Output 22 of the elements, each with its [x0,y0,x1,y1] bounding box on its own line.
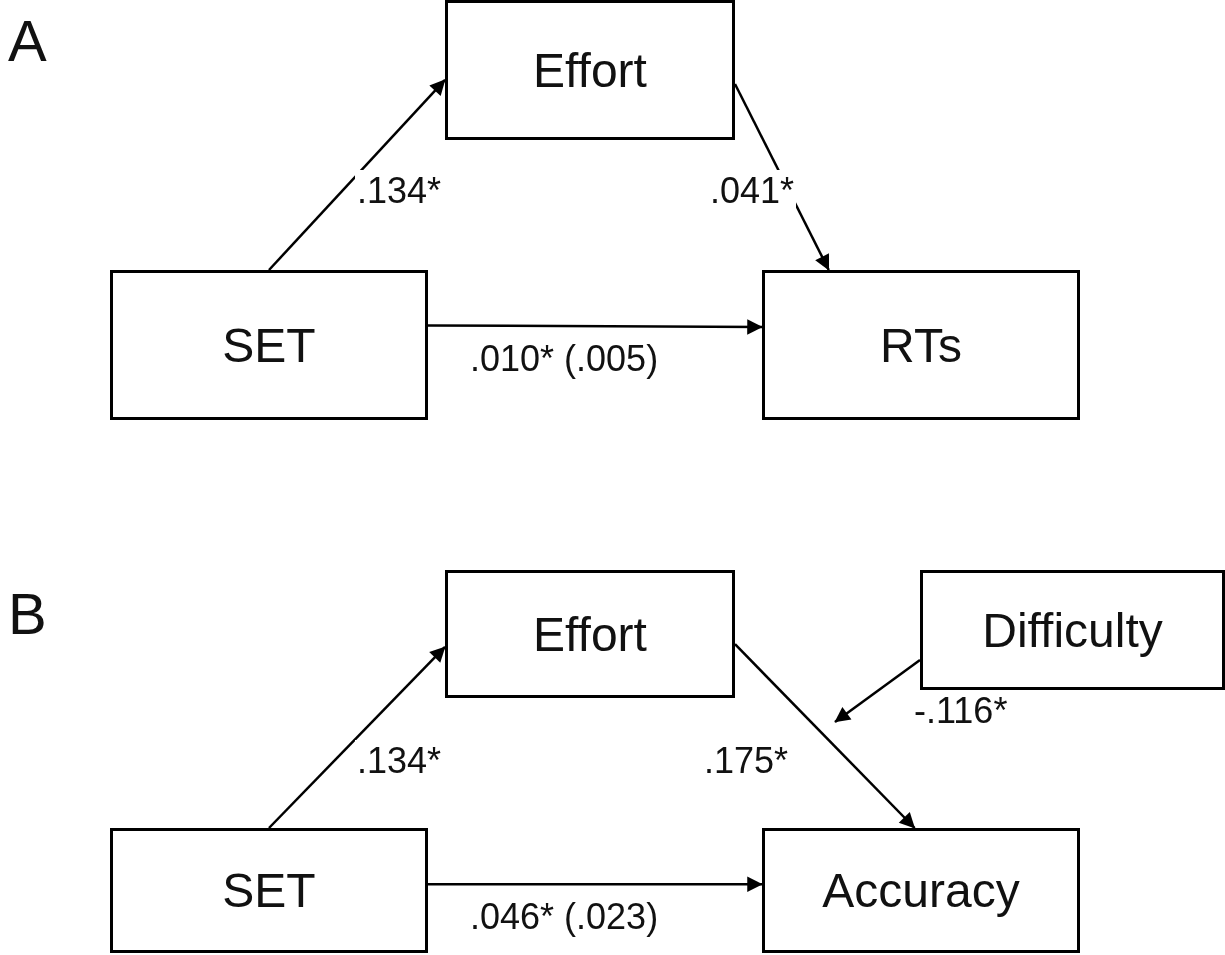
variable-name: Difficulty [982,602,1163,658]
arrow [428,319,763,335]
variable-name: RTs [880,317,962,373]
arrow [268,645,446,829]
variable-box [110,828,428,953]
panel-letter: B [8,585,47,643]
variable-box [110,270,428,420]
variable-name: SET [222,863,316,918]
variable-box [445,0,735,140]
panel-letter: A [8,12,47,70]
arrow [734,643,916,829]
variable-box [445,570,735,698]
variable-name: Effort [533,606,647,662]
variable-box [920,570,1225,690]
arrow [268,78,446,271]
arrow [834,659,921,723]
variable-box [762,828,1080,953]
variable-name: Effort [533,42,647,98]
variable-box [762,270,1080,420]
variable-name: Accuracy [822,863,1020,918]
arrow [428,876,763,892]
variable-name: SET [222,317,316,373]
